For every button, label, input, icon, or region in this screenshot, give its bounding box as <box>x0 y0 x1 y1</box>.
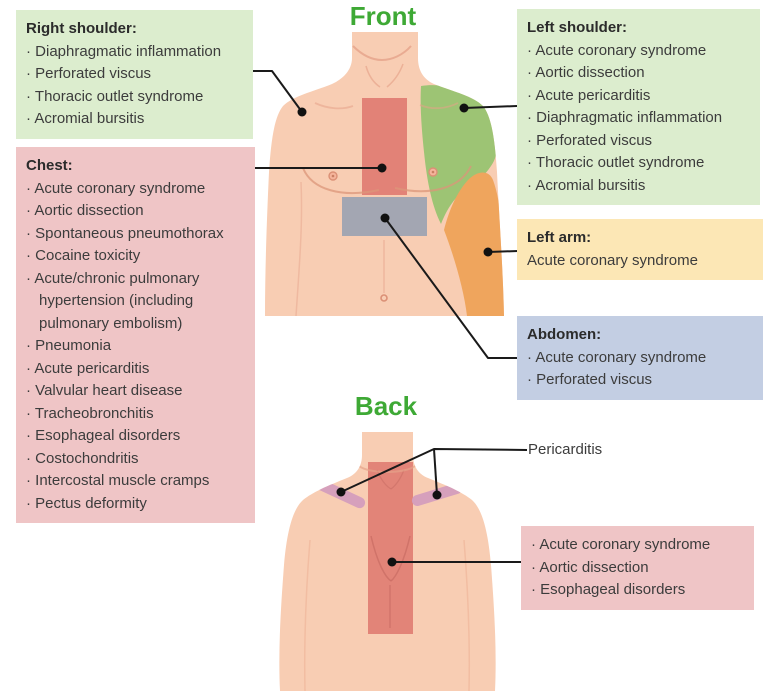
left-arm-header: Left arm: <box>527 229 592 246</box>
list-item: Acute coronary syndrome <box>531 534 744 557</box>
back-referral-list: Acute coronary syndromeAortic dissection… <box>531 534 744 602</box>
front-body-details <box>295 45 472 316</box>
list-item: Diaphragmatic inflammation <box>26 41 243 64</box>
list-item: Aortic dissection <box>531 557 744 580</box>
nipple-left-dot <box>431 170 435 174</box>
left-shoulder-header: Left shoulder: <box>527 19 627 36</box>
left-arm-region <box>444 172 504 316</box>
connector-pericarditis-left <box>433 448 438 496</box>
chest-header: Chest: <box>26 157 73 174</box>
list-item: Pneumonia <box>26 335 245 358</box>
list-item: Perforated viscus <box>26 63 243 86</box>
connector-left-arm <box>487 250 519 253</box>
list-item: Acute coronary syndrome <box>527 40 750 63</box>
right-shoulder-box: Right shoulder: Diaphragmatic inflammati… <box>16 10 253 139</box>
list-item: Acute coronary syndrome <box>527 347 753 370</box>
back-body-details <box>303 465 471 691</box>
list-item: Thoracic outlet syndrome <box>527 152 750 175</box>
connector-lines <box>253 70 528 563</box>
connector-abdomen <box>384 217 518 359</box>
left-shoulder-list: Acute coronary syndromeAortic dissection… <box>527 40 750 198</box>
left-shoulder-box: Left shoulder: Acute coronary syndromeAo… <box>517 9 760 205</box>
front-view-title: Front <box>349 1 417 31</box>
abdomen-list: Acute coronary syndromePerforated viscus <box>527 347 753 392</box>
list-item: Aortic dissection <box>26 200 245 223</box>
left-arm-box: Left arm: Acute coronary syndrome <box>517 219 763 280</box>
list-item: Cocaine toxicity <box>26 245 245 268</box>
list-item: Costochondritis <box>26 448 245 471</box>
left-arm-list: Acute coronary syndrome <box>527 250 753 273</box>
nipple-right-dot <box>331 174 335 178</box>
chest-box: Chest: Acute coronary syndromeAortic dis… <box>16 147 255 523</box>
front-body-figure <box>265 32 504 316</box>
list-item: Perforated viscus <box>527 369 753 392</box>
back-body-figure <box>279 432 496 691</box>
list-item: Pectus deformity <box>26 493 245 516</box>
chest-region <box>362 98 407 195</box>
list-item: Thoracic outlet syndrome <box>26 86 243 109</box>
list-item: Esophageal disorders <box>26 425 245 448</box>
list-item: Diaphragmatic inflammation <box>527 107 750 130</box>
list-item: Tracheobronchitis <box>26 403 245 426</box>
list-item: Acute coronary syndrome <box>26 178 245 201</box>
back-view-title: Back <box>354 391 418 421</box>
list-item: Intercostal muscle cramps <box>26 470 245 493</box>
right-shoulder-header: Right shoulder: <box>26 20 137 37</box>
connector-left-shoulder <box>463 105 518 109</box>
list-item: Valvular heart disease <box>26 380 245 403</box>
pericarditis-label: Pericarditis <box>528 441 603 458</box>
right-shoulder-list: Diaphragmatic inflammationPerforated vis… <box>26 41 243 131</box>
list-item: Acute coronary syndrome <box>527 251 698 269</box>
connector-dots <box>297 103 493 567</box>
list-item: Acute pericarditis <box>527 85 750 108</box>
list-item: Perforated viscus <box>527 130 750 153</box>
list-item: Acute/chronic pulmonary hypertension (in… <box>26 268 245 336</box>
list-item: Acromial bursitis <box>527 175 750 198</box>
chest-list: Acute coronary syndromeAortic dissection… <box>26 178 245 516</box>
list-item: Spontaneous pneumothorax <box>26 223 245 246</box>
list-item: Acromial bursitis <box>26 108 243 131</box>
back-referral-box: Acute coronary syndromeAortic dissection… <box>521 526 754 610</box>
abdomen-header: Abdomen: <box>527 326 602 343</box>
list-item: Aortic dissection <box>527 62 750 85</box>
list-item: Esophageal disorders <box>531 579 744 602</box>
list-item: Acute pericarditis <box>26 358 245 381</box>
abdomen-box: Abdomen: Acute coronary syndromePerforat… <box>517 316 763 400</box>
connector-right-shoulder <box>253 70 303 113</box>
navel <box>380 294 388 302</box>
